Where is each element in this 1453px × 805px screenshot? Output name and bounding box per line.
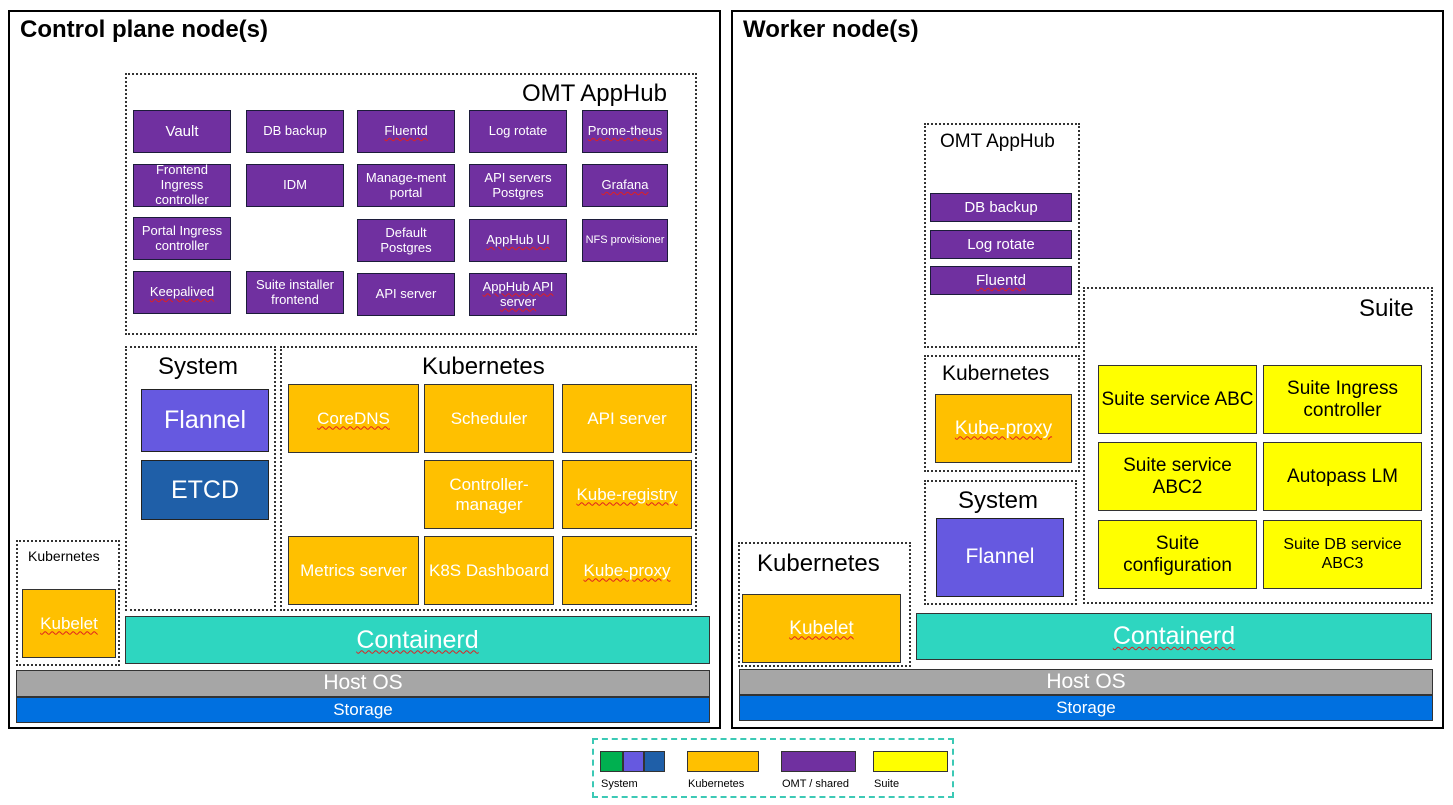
management-portal-box: Manage-ment portal: [357, 164, 455, 207]
control-containerd-bar: Containerd: [125, 616, 710, 664]
control-host-os-bar: Host OS: [16, 670, 710, 697]
worker-kubernetes-label: Kubernetes: [942, 362, 1050, 385]
legend-system-green-swatch: [600, 751, 623, 772]
portal-ingress-controller-box: Portal Ingress controller: [133, 217, 231, 260]
keepalived-box: Keepalived: [133, 271, 231, 314]
scheduler-box: Scheduler: [424, 384, 554, 453]
nfs-provisioner-box: NFS provisioner: [582, 219, 668, 262]
worker-apphub-label: OMT AppHub: [940, 131, 1055, 152]
apphub-ui-box: AppHub UI: [469, 219, 567, 262]
api-server-omt-box: API server: [357, 273, 455, 316]
worker-kubelet-box: Kubelet: [742, 594, 901, 663]
autopass-lm-box: Autopass LM: [1263, 442, 1422, 511]
worker-host-os-bar: Host OS: [739, 669, 1433, 695]
worker-fluentd-box: Fluentd: [930, 266, 1072, 295]
k8s-dashboard-box: K8S Dashboard: [424, 536, 554, 605]
prometheus-box: Prome-theus: [582, 110, 668, 153]
suite-service-abc-box: Suite service ABC: [1098, 365, 1257, 434]
control-kubelet-box: Kubelet: [22, 589, 116, 658]
worker-db-backup-box: DB backup: [930, 193, 1072, 222]
control-storage-bar: Storage: [16, 697, 710, 723]
worker-system-label: System: [958, 487, 1039, 514]
control-system-label: System: [158, 353, 239, 380]
legend-kubernetes-label: Kubernetes: [688, 778, 745, 790]
etcd-box: ETCD: [141, 460, 269, 520]
db-backup-box: DB backup: [246, 110, 344, 153]
control-flannel-box: Flannel: [141, 389, 269, 452]
suite-service-abc2-box: Suite service ABC2: [1098, 442, 1257, 511]
legend-omt-swatch: [781, 751, 856, 772]
control-plane-title: Control plane node(s): [20, 16, 268, 43]
worker-kube-proxy-box: Kube-proxy: [935, 394, 1072, 463]
kube-registry-box: Kube-registry: [562, 460, 692, 529]
log-rotate-box: Log rotate: [469, 110, 567, 153]
fluentd-box: Fluentd: [357, 110, 455, 153]
grafana-box: Grafana: [582, 164, 668, 207]
control-kubelet-label: Kubernetes: [28, 548, 100, 564]
controller-manager-box: Controller-manager: [424, 460, 554, 529]
legend-suite-label: Suite: [874, 778, 900, 790]
suite-configuration-box: Suite configuration: [1098, 520, 1257, 589]
suite-ingress-controller-box: Suite Ingress controller: [1263, 365, 1422, 434]
legend-system-blue-swatch: [644, 751, 665, 772]
coredns-box: CoreDNS: [288, 384, 419, 453]
api-servers-postgres-box: API servers Postgres: [469, 164, 567, 207]
legend-system-label: System: [601, 778, 638, 790]
frontend-ingress-controller-box: Frontend Ingress controller: [133, 162, 231, 207]
idm-box: IDM: [246, 164, 344, 207]
worker-log-rotate-box: Log rotate: [930, 230, 1072, 259]
metrics-server-box: Metrics server: [288, 536, 419, 605]
worker-storage-bar: Storage: [739, 695, 1433, 721]
legend-suite-swatch: [873, 751, 948, 772]
suite-installer-frontend-box: Suite installer frontend: [246, 271, 344, 314]
default-postgres-box: Default Postgres: [357, 219, 455, 262]
control-kube-proxy-box: Kube-proxy: [562, 536, 692, 605]
api-server-k8s-box: API server: [562, 384, 692, 453]
control-kubernetes-label: Kubernetes: [422, 353, 545, 380]
vault-box: Vault: [133, 110, 231, 153]
worker-flannel-box: Flannel: [936, 518, 1064, 597]
legend-omt-label: OMT / shared: [782, 778, 850, 790]
legend-kubernetes-swatch: [687, 751, 759, 772]
legend-system-purple-swatch: [623, 751, 644, 772]
suite-db-service-abc3-box: Suite DB service ABC3: [1263, 520, 1422, 589]
worker-containerd-bar: Containerd: [916, 613, 1432, 660]
control-apphub-label: OMT AppHub: [522, 80, 667, 107]
apphub-api-server-box: AppHub API server: [469, 273, 567, 316]
worker-title: Worker node(s): [743, 16, 919, 43]
worker-kubelet-label: Kubernetes: [757, 550, 880, 577]
suite-label: Suite: [1359, 295, 1414, 322]
